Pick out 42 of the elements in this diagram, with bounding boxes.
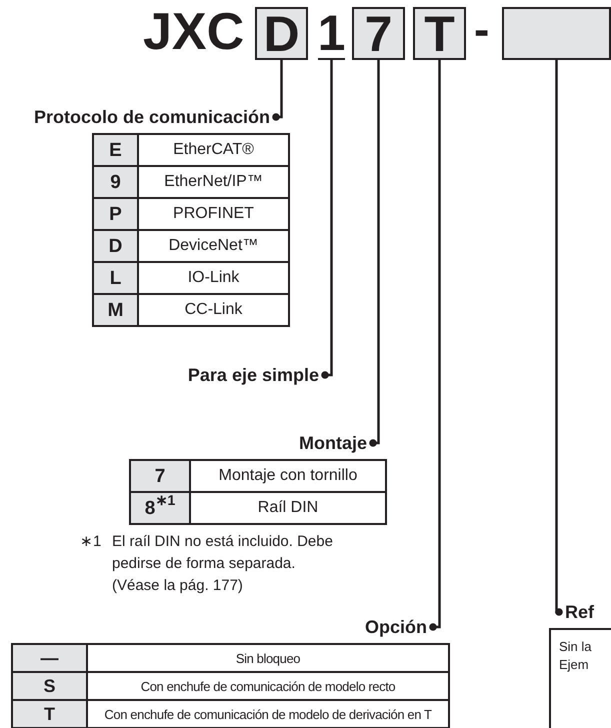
code-box: T: [413, 7, 466, 60]
leader-line: [429, 60, 441, 631]
text-panel: Sin la Ejem: [549, 628, 611, 728]
leader-line: [555, 60, 563, 616]
option-cell-text: DeviceNet™: [168, 236, 260, 256]
code-cell: P: [94, 199, 139, 229]
option-cell-text: Montaje con tornillo: [218, 466, 358, 486]
option-cell-text: Con enchufe de comunicación de modelo de derivación en T: [103, 706, 433, 724]
option-cell-text: IO-Link: [186, 268, 240, 288]
code-cell: D: [94, 231, 139, 261]
field-heading: Protocolo de comunicación: [0, 105, 276, 129]
option-cell-text: CC-Link: [184, 300, 244, 320]
code-cell: L: [94, 263, 139, 293]
option-cell-text: EtherNet/IP™: [163, 172, 264, 192]
empty-code-box: [502, 7, 611, 60]
footnote-text: El raíl DIN no está incluido. Debe pedirse de forma separada. (Véase la pág. 177): [112, 532, 334, 596]
code-box: 7: [352, 7, 405, 60]
field-heading: Opción: [250, 615, 433, 639]
separator-dash: -: [474, 6, 490, 52]
option-cell-text: Sin bloqueo: [234, 650, 302, 668]
option-cell-text: EtherCAT®: [172, 140, 255, 160]
code-cell: M: [94, 295, 139, 325]
code-cell: 9: [94, 167, 139, 197]
field-heading: Montaje: [200, 431, 373, 455]
option-cell-text: Con enchufe de comunicación de modelo recto: [140, 678, 396, 696]
leader-line: [321, 60, 333, 379]
code-digit: 1: [318, 7, 345, 60]
leader-line: [272, 60, 283, 121]
option-cell-text: PROFINET: [172, 204, 255, 224]
code-cell: S: [13, 673, 88, 699]
model-prefix: JXC: [143, 6, 244, 58]
code-cell: T: [13, 701, 88, 727]
field-heading: Para eje simple: [100, 363, 325, 387]
field-heading: Ref: [559, 600, 611, 624]
footnote-mark: ∗1: [80, 532, 102, 552]
code-box: D: [255, 7, 308, 60]
option-cell-text: Raíl DIN: [256, 498, 320, 518]
code-cell: 8$^{∗1}$: [131, 493, 191, 523]
code-cell: —: [13, 645, 88, 671]
leader-line: [369, 60, 380, 447]
code-cell: E: [94, 135, 139, 165]
code-cell: 7: [131, 461, 191, 491]
